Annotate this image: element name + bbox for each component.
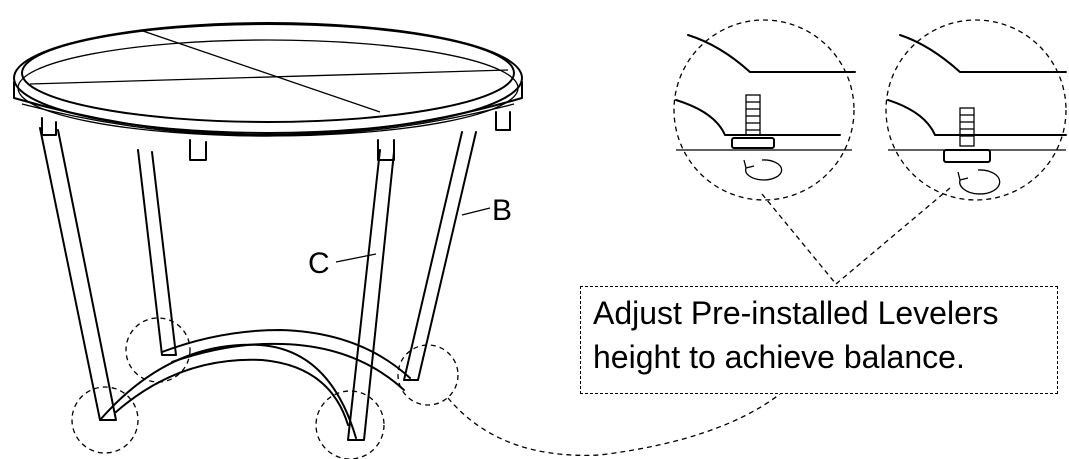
part-label-c: C (308, 247, 377, 280)
instruction-note: Adjust Pre-installed Levelers height to … (580, 286, 1058, 394)
table-top (13, 22, 523, 137)
stretcher-base (99, 329, 411, 439)
detail-circle-right (885, 19, 1067, 201)
instruction-line-1: Adjust Pre-installed Levelers (593, 295, 999, 331)
part-label-b: B (461, 194, 512, 227)
detail-circle-left (673, 19, 856, 201)
detail-leader-lines (761, 187, 951, 285)
table-legs (39, 127, 477, 441)
instruction-line-2: height to achieve balance. (593, 339, 965, 375)
leveler-circles (71, 317, 459, 459)
apron-brackets (41, 111, 511, 161)
label-c-text: C (308, 247, 330, 280)
label-b-text: B (492, 194, 512, 227)
foot-leader-line (447, 393, 781, 457)
